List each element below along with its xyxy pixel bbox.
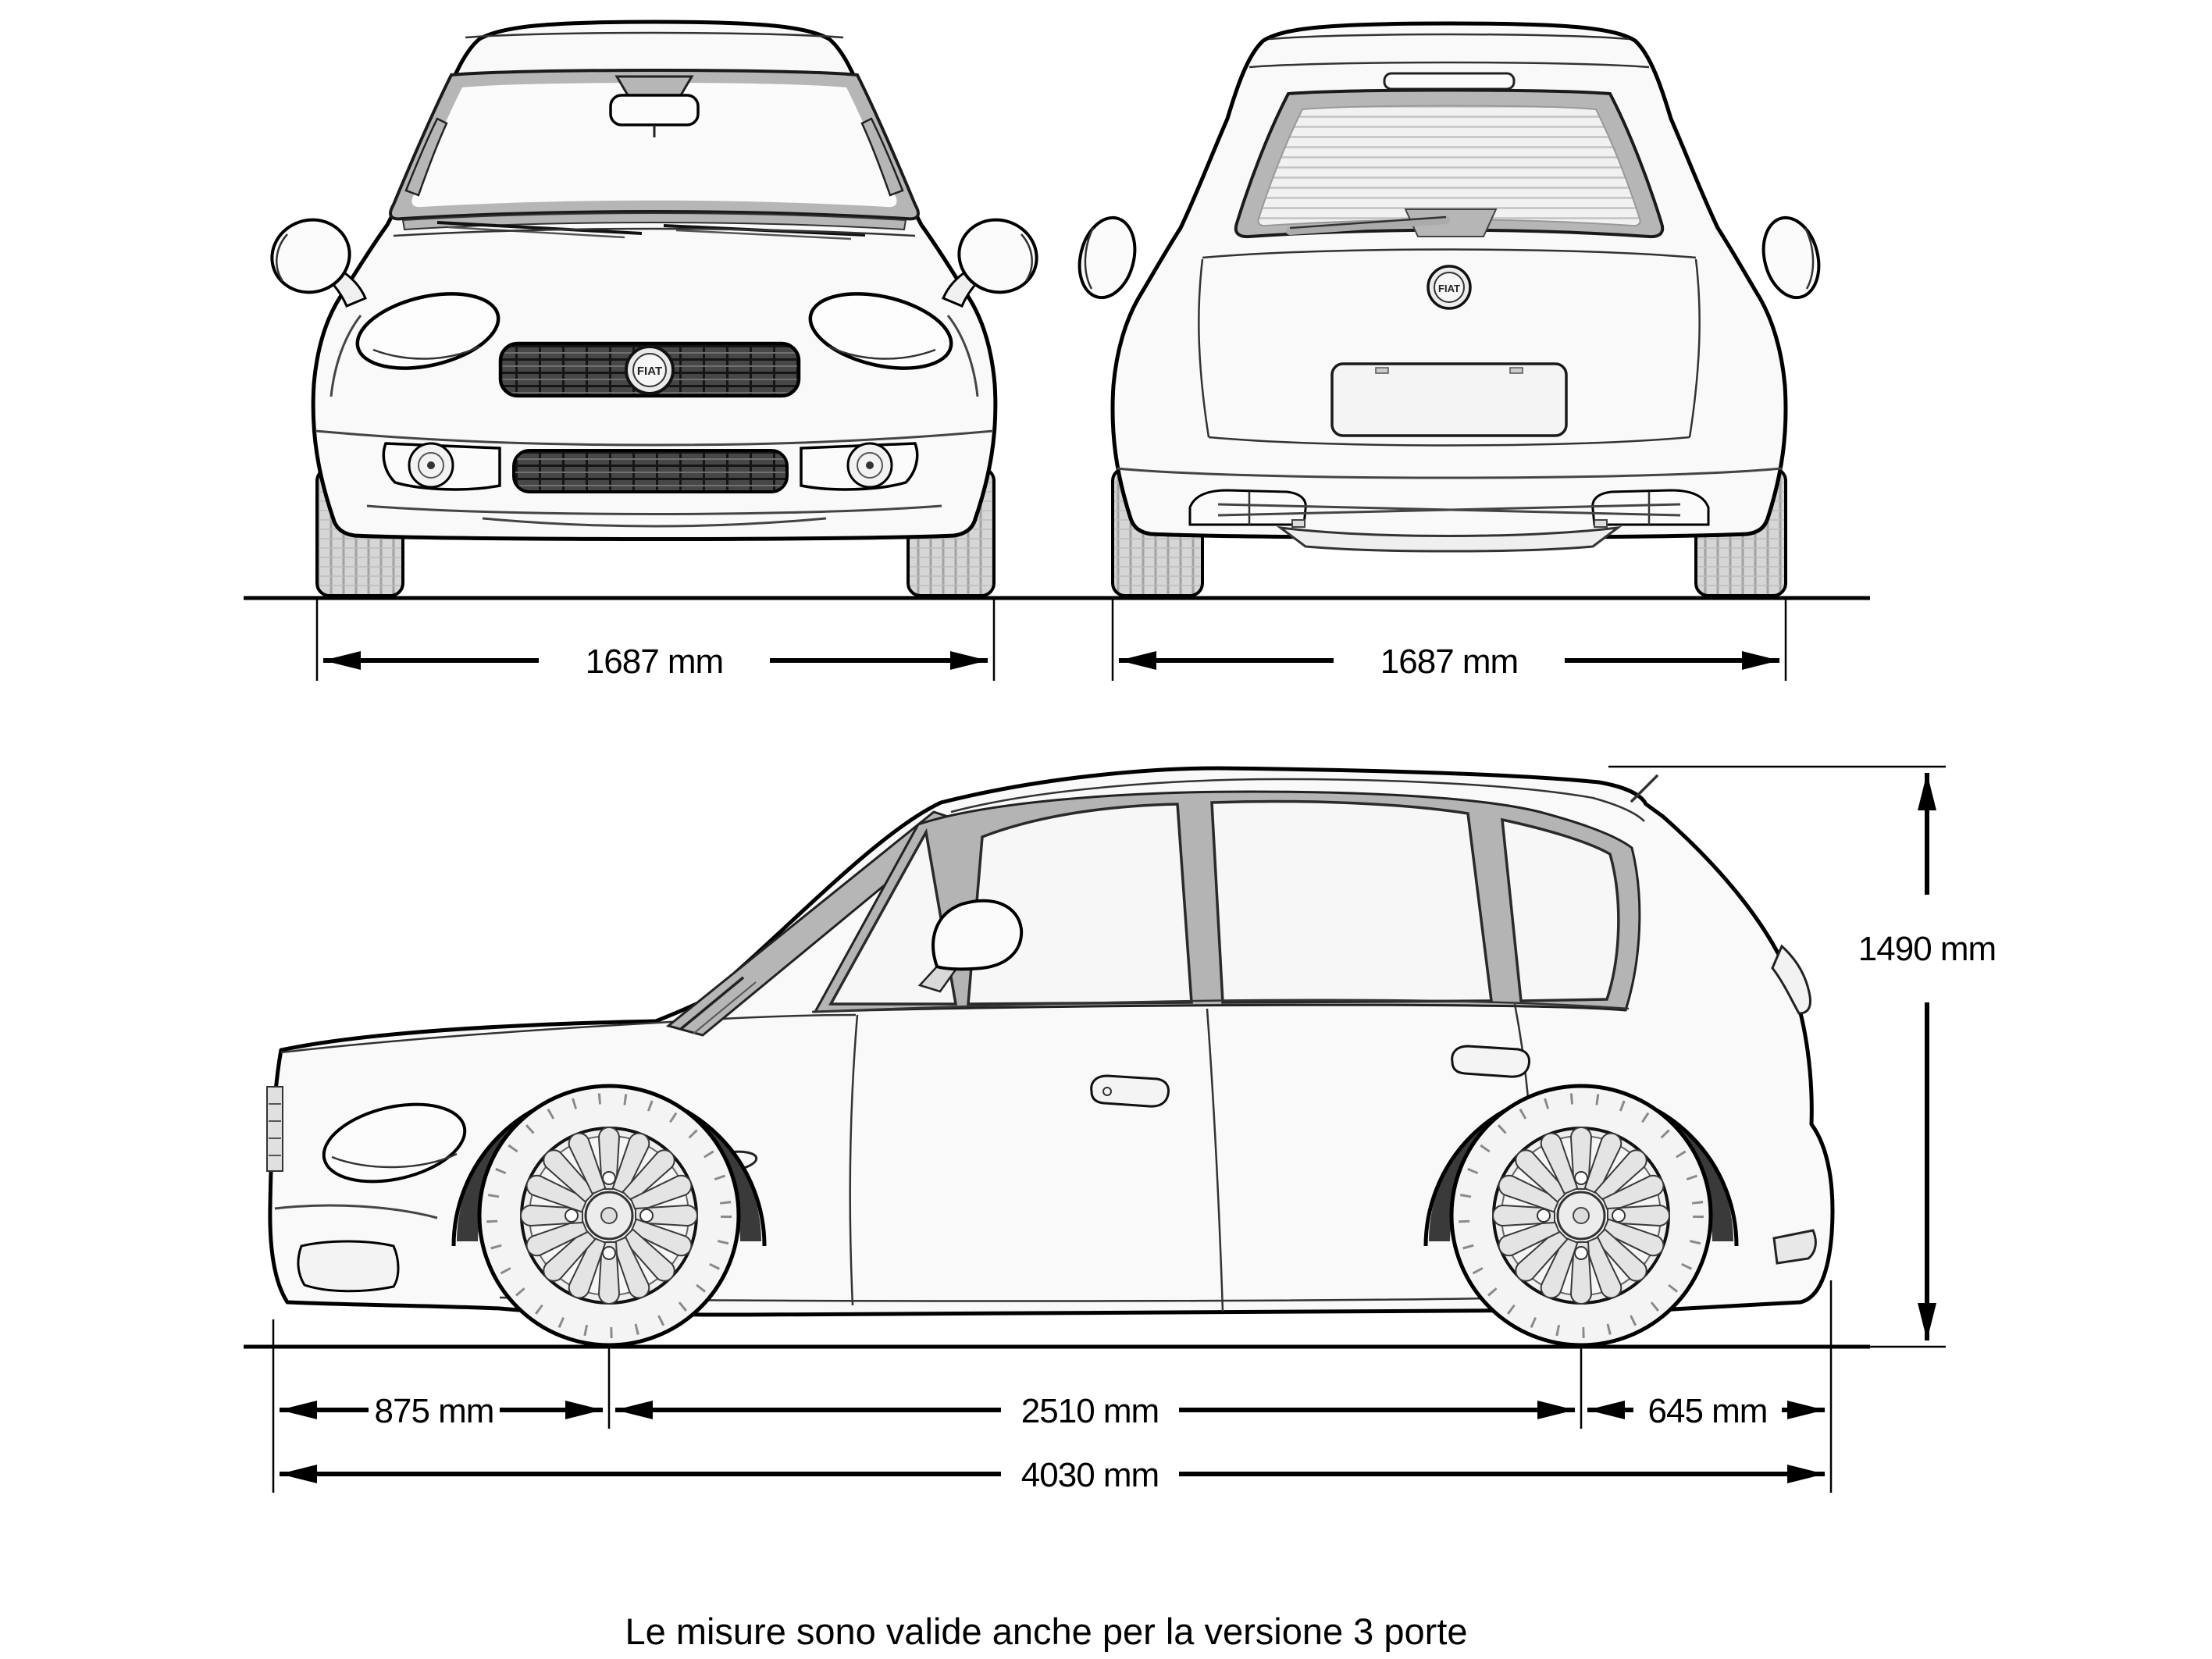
headlight-left-detail (372, 345, 480, 360)
hatch-shoulder-line (1202, 248, 1697, 259)
headlight-right-detail (828, 345, 936, 360)
height-label: 1490 mm (1858, 930, 1996, 968)
rear-width-label: 1687 mm (1380, 643, 1518, 681)
fiat-badge-front: FIAT (625, 345, 675, 395)
front-door-handle (1090, 1074, 1170, 1108)
nose-grille (266, 1086, 283, 1172)
rear-bumper-top-line (1116, 467, 1783, 479)
rear-wiper-mount (1404, 208, 1498, 237)
hood-cut-line (280, 1013, 857, 1054)
hatch-side-right (1688, 258, 1701, 438)
wheelbase-label: 2510 mm (1021, 1392, 1159, 1430)
side-mirror-left-rear-view (1078, 215, 1137, 300)
rear-roofline (1269, 33, 1630, 41)
side-mirror-right-rear-view (1761, 215, 1821, 300)
dimension-wheelbase: 2510 mm (615, 1392, 1575, 1430)
rearview-mirror (609, 94, 700, 126)
rear-window-glass (1257, 105, 1641, 227)
side-mirror-side-view (917, 899, 1024, 993)
rear-reflector-left (1188, 489, 1307, 526)
side-view-drawing (266, 766, 1835, 1347)
bumper-skid-line (482, 517, 827, 528)
hatch-side-left (1198, 258, 1210, 438)
fiat-badge-rear: FIAT (1427, 265, 1472, 310)
hatch-top-line (1248, 61, 1650, 69)
dimension-front-width: 1687 mm (323, 643, 988, 681)
rear-overhang-label: 645 mm (1648, 1392, 1768, 1430)
fender-crease-right (946, 315, 979, 397)
fender-crease-left (329, 315, 362, 397)
fog-light-left (408, 442, 454, 489)
front-windshield-glass (411, 83, 897, 208)
hood-leading-edge (393, 227, 916, 237)
taillight-side-view (1771, 944, 1811, 1015)
front-view-drawing: FIAT (270, 20, 1038, 597)
front-overhang-label: 875 mm (375, 1392, 494, 1430)
front-door-window (967, 803, 1193, 1006)
roof-drip-line (950, 778, 1645, 822)
rear-door-window (1210, 799, 1493, 1004)
beltline (811, 999, 1630, 1013)
dimension-overall-length: 4030 mm (280, 1456, 1825, 1494)
rear-wheel (1449, 1084, 1713, 1347)
door-split-cut (1206, 1008, 1224, 1312)
fog-light-right (846, 442, 893, 489)
a-pillar-left (404, 117, 448, 197)
rear-reflector-right (1591, 489, 1710, 526)
front-door-front-cut (849, 1014, 859, 1306)
extension-lines (272, 600, 1946, 1493)
headlight-side-view (322, 1102, 467, 1184)
side-wipers (679, 976, 757, 1034)
tailgate-bottom-line (1208, 436, 1690, 447)
rear-bumper-vent (1772, 1229, 1817, 1265)
license-plate-recess (1330, 362, 1568, 437)
front-roofline (465, 31, 844, 39)
fiat-badge-rear-label: FIAT (1438, 283, 1460, 294)
side-mirror-left-front-view (270, 218, 367, 308)
a-pillar-right (860, 117, 904, 197)
headlight-right (808, 292, 953, 370)
rear-wiper (1286, 215, 1450, 235)
overall-length-label: 4030 mm (1021, 1456, 1159, 1494)
front-width-label: 1687 mm (586, 643, 723, 681)
dimension-front-overhang: 875 mm (280, 1392, 603, 1430)
caption-note: Le misure sono valide anche per la versi… (625, 1611, 1467, 1652)
rear-view-drawing: FIAT (1078, 21, 1821, 597)
front-fog-slot (297, 1240, 400, 1293)
third-brake-light (1383, 72, 1516, 91)
dimension-rear-width: 1687 mm (1119, 643, 1779, 681)
front-bumper-crease (274, 1204, 438, 1219)
cowl-strip (401, 212, 907, 231)
lower-grille (512, 449, 789, 493)
headlight-side-detail (331, 1152, 458, 1169)
side-mirror-right-front-view (942, 218, 1038, 308)
quarter-window-rear (1501, 817, 1620, 1002)
bumper-split-line (315, 429, 994, 447)
dimension-height: 1490 mm (1858, 773, 1996, 1340)
roof-antenna (1630, 774, 1658, 803)
headlight-left (355, 292, 500, 370)
dimension-rear-overhang: 645 mm (1587, 1392, 1825, 1430)
front-wheel (477, 1084, 741, 1347)
rear-diffuser (1217, 503, 1681, 553)
rear-door-handle (1451, 1045, 1530, 1078)
dimension-annotations: 1687 mm 1687 mm 875 mm 2510 mm 645 mm (272, 600, 1996, 1494)
bumper-chin-line (366, 504, 942, 515)
fiat-badge-front-label: FIAT (637, 365, 662, 378)
